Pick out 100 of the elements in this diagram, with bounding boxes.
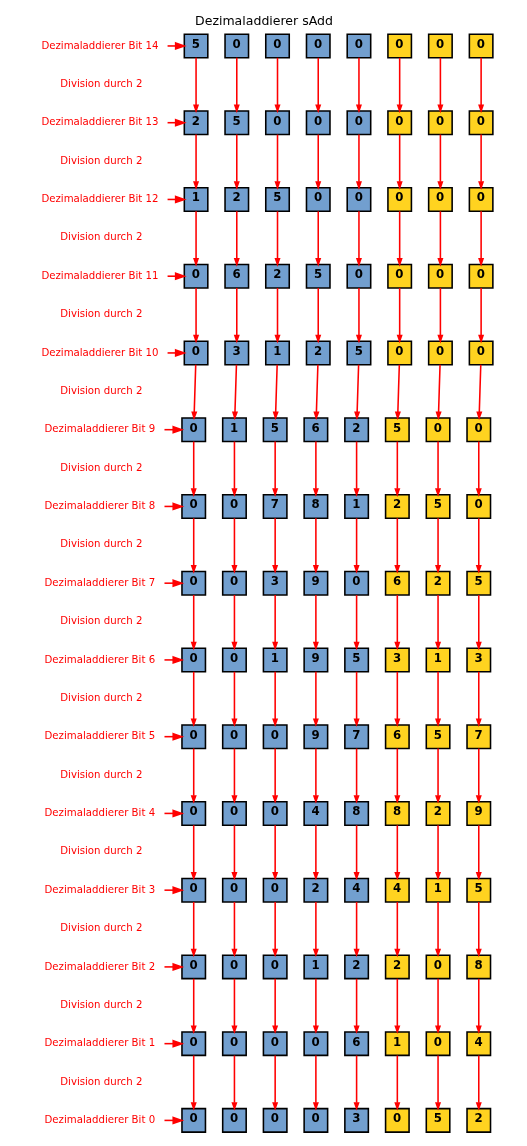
node-box: 0	[221, 493, 247, 519]
arrow	[475, 364, 482, 421]
arrow	[396, 287, 403, 344]
label: Division durch 2	[59, 615, 142, 627]
arrow	[163, 886, 184, 895]
node-box: 0	[427, 186, 453, 212]
arrow	[190, 440, 197, 497]
node-box: 0	[302, 1107, 328, 1133]
arrow	[163, 579, 184, 588]
arrow	[271, 517, 278, 574]
arrow	[314, 57, 321, 114]
arrow	[393, 517, 400, 574]
arrow	[230, 671, 237, 728]
arrow	[475, 594, 482, 651]
node-box: 5	[384, 417, 410, 443]
node-box: 0	[345, 33, 371, 59]
arrow	[192, 287, 199, 344]
arrow	[230, 824, 237, 881]
arrow	[272, 364, 279, 421]
node-box: 8	[465, 954, 491, 980]
node-text: Dezimaladdierer Bit 8	[44, 500, 155, 512]
node-box: 0	[425, 1031, 451, 1057]
label: Division durch 2	[59, 231, 142, 243]
node-box: 2	[343, 417, 369, 443]
node-text: Dezimaladdierer Bit 9	[44, 423, 155, 435]
arrow	[434, 1054, 441, 1111]
arrow	[436, 287, 443, 344]
arrow	[230, 1054, 237, 1111]
node-box: 0	[183, 263, 209, 289]
node-box: 0	[221, 1107, 247, 1133]
node-box: 0	[302, 1031, 328, 1057]
node-box: 2	[425, 800, 451, 826]
node-box: 0	[262, 724, 288, 750]
node-box: 0	[180, 570, 206, 596]
label: Division durch 2	[59, 768, 142, 780]
label: Division durch 2	[59, 384, 142, 396]
node-box: 0	[468, 33, 494, 59]
arrow	[230, 594, 237, 651]
node-box: 7	[465, 724, 491, 750]
arrow	[393, 978, 400, 1035]
arrow	[166, 272, 187, 281]
node-box: 8	[384, 800, 410, 826]
node-box: 5	[343, 647, 369, 673]
node-box: 0	[345, 110, 371, 136]
arrow	[355, 210, 362, 267]
node-box: 6	[384, 724, 410, 750]
arrow	[353, 824, 360, 881]
node-box: 1	[221, 417, 247, 443]
arrow	[353, 978, 360, 1035]
arrow	[314, 133, 321, 190]
node-box: 2	[305, 340, 331, 366]
arrow	[271, 440, 278, 497]
arrow	[312, 594, 319, 651]
node-box: 0	[427, 263, 453, 289]
arrow	[190, 824, 197, 881]
node-text: Dezimaladdierer Bit 14	[40, 39, 158, 51]
node-box: 5	[465, 877, 491, 903]
arrow	[477, 287, 484, 344]
node-box: 0	[221, 724, 247, 750]
arrow	[166, 348, 187, 358]
arrow	[353, 901, 360, 958]
node-box: 5	[183, 33, 209, 59]
node-box: 0	[221, 647, 247, 673]
arrow	[393, 824, 400, 881]
node-text: Dezimaladdierer Bit 13	[40, 116, 158, 128]
arrow	[192, 57, 199, 114]
arrow	[312, 517, 319, 574]
arrow	[190, 978, 197, 1035]
node-box: 0	[264, 33, 290, 59]
node-box: 2	[384, 493, 410, 519]
node-box: 6	[343, 1031, 369, 1057]
node-box: 6	[384, 570, 410, 596]
node-box: 0	[305, 186, 331, 212]
arrow	[312, 901, 319, 958]
arrow	[353, 747, 360, 804]
node-box: 0	[345, 263, 371, 289]
node-box: 0	[262, 800, 288, 826]
node-box: 9	[302, 724, 328, 750]
node-box: 5	[305, 263, 331, 289]
arrow	[393, 747, 400, 804]
arrow	[393, 440, 400, 497]
node-box: 2	[343, 954, 369, 980]
node-box: 3	[384, 647, 410, 673]
arrow	[475, 747, 482, 804]
arrow	[475, 901, 482, 958]
arrow	[192, 210, 199, 267]
arrow	[475, 671, 482, 728]
arrow	[230, 440, 237, 497]
arrow	[190, 901, 197, 958]
node-box: 3	[465, 647, 491, 673]
node-box: 0	[305, 110, 331, 136]
arrow	[163, 962, 184, 972]
node-box: 2	[465, 1107, 491, 1133]
label: Division durch 2	[59, 538, 142, 550]
node-box: 0	[180, 1107, 206, 1133]
node-box: 0	[180, 417, 206, 443]
node-box: 0	[264, 110, 290, 136]
arrow	[271, 978, 278, 1035]
node-box: 5	[465, 570, 491, 596]
arrow	[353, 671, 360, 728]
